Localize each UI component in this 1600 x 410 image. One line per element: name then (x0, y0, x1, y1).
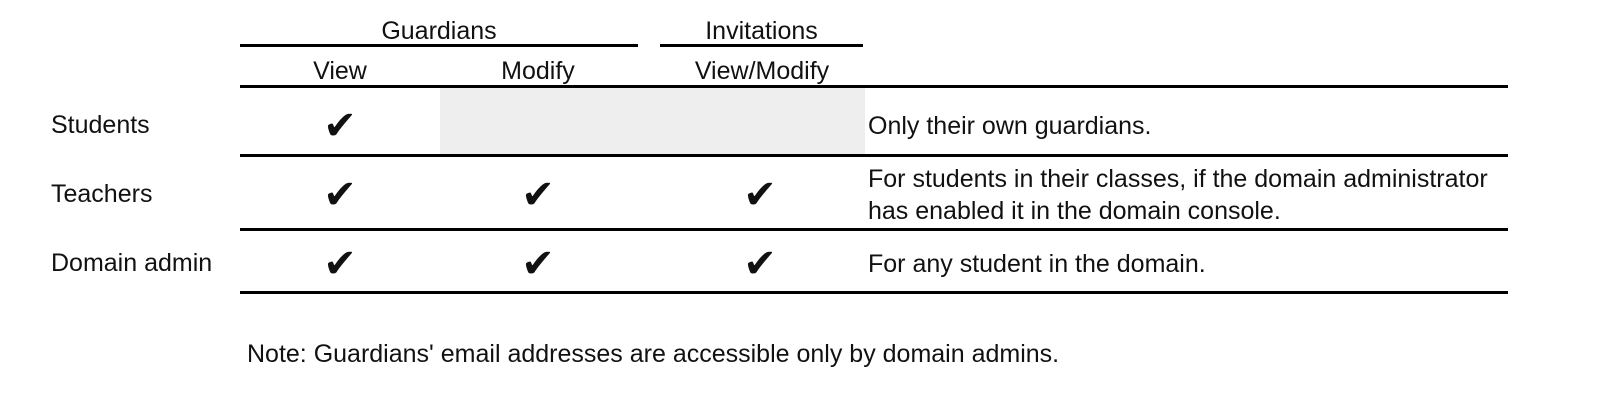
row-rule-after-teachers (240, 228, 1508, 231)
column-group-label-guardians: Guardians (381, 17, 497, 45)
footnote-text: Note: Guardians' email addresses are acc… (247, 340, 1060, 368)
row-note-domain-admin: For any student in the domain. (868, 250, 1206, 278)
disabled-cell-students (440, 88, 865, 154)
group-rule-invitations (660, 44, 863, 47)
column-header-guardians-view: View (313, 57, 367, 85)
check-domain-admin-guardians-modify: ✔ (521, 241, 555, 287)
group-rule-guardians (240, 44, 638, 47)
check-teachers-guardians-view: ✔ (323, 172, 357, 218)
check-teachers-invitations-view-modify: ✔ (743, 172, 777, 218)
row-note-teachers: For students in their classes, if the do… (868, 165, 1488, 225)
row-label-teachers: Teachers (51, 180, 153, 208)
column-header-guardians-modify: Modify (501, 57, 575, 85)
check-teachers-guardians-modify: ✔ (521, 172, 555, 218)
check-students-guardians-view: ✔ (323, 103, 357, 149)
column-header-invitations-view-modify: View/Modify (694, 57, 830, 85)
header-bottom-rule (240, 85, 1508, 88)
row-note-students: Only their own guardians. (868, 112, 1152, 140)
column-group-label-invitations: Invitations (705, 17, 818, 45)
check-domain-admin-guardians-view: ✔ (323, 241, 357, 287)
row-label-students: Students (51, 111, 150, 139)
table-bottom-rule (240, 291, 1508, 294)
check-domain-admin-invitations-view-modify: ✔ (743, 241, 777, 287)
row-rule-after-students (240, 154, 1508, 157)
row-label-domain-admin: Domain admin (51, 249, 213, 277)
